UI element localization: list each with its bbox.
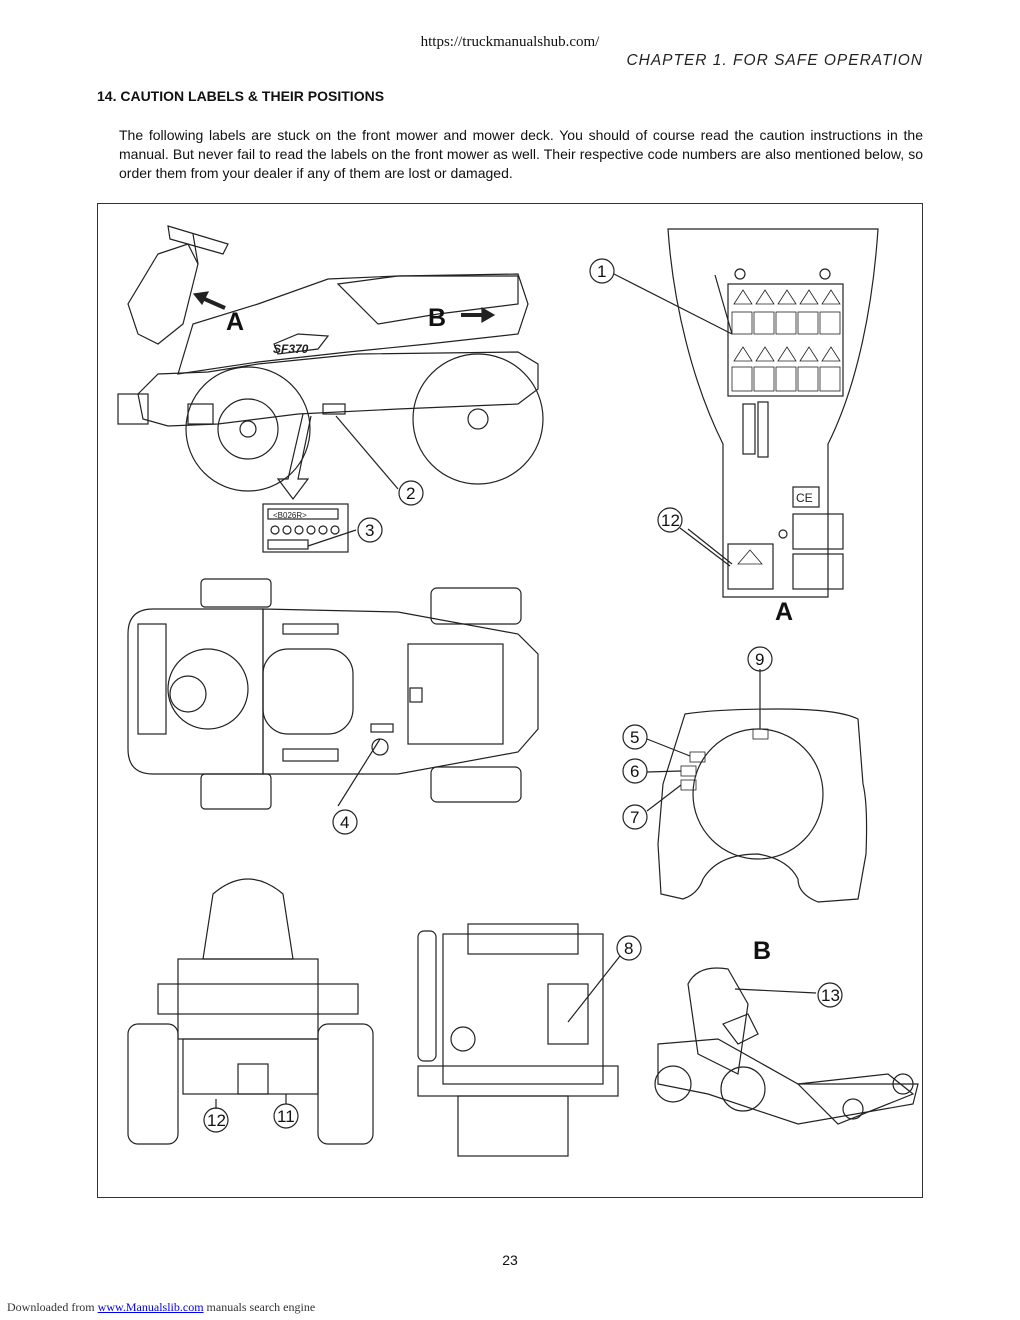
view-letter-a: A bbox=[226, 308, 244, 336]
svg-text:11: 11 bbox=[277, 1107, 295, 1126]
chapter-header: CHAPTER 1. FOR SAFE OPERATION bbox=[626, 52, 923, 69]
caution-label-figure: SF370 A B <B026R> 2 3 bbox=[97, 203, 923, 1198]
top-view-mower bbox=[127, 578, 539, 810]
callout-5: 5 bbox=[622, 724, 648, 750]
footer-suffix: manuals search engine bbox=[203, 1300, 316, 1314]
source-url: https://truckmanualshub.com/ bbox=[420, 34, 600, 50]
callout-1: 1 bbox=[589, 258, 615, 284]
svg-text:6: 6 bbox=[630, 762, 639, 781]
svg-text:5: 5 bbox=[630, 728, 639, 747]
svg-text:13: 13 bbox=[821, 986, 840, 1005]
panel-letter-b: B bbox=[753, 937, 771, 965]
callout-2: 2 bbox=[398, 480, 424, 506]
svg-text:12: 12 bbox=[661, 511, 680, 530]
download-footer: Downloaded from www.Manualslib.com manua… bbox=[7, 1300, 315, 1315]
callout-11: 11 bbox=[273, 1103, 299, 1129]
ce-mark: CE bbox=[796, 491, 813, 505]
section-title: 14. CAUTION LABELS & THEIR POSITIONS bbox=[97, 88, 385, 104]
callout-8: 8 bbox=[616, 935, 642, 961]
figure-drawing: SF370 A B <B026R> 2 3 bbox=[117, 225, 919, 1157]
footer-prefix: Downloaded from bbox=[7, 1300, 98, 1314]
svg-text:9: 9 bbox=[755, 650, 764, 669]
svg-text:8: 8 bbox=[624, 939, 633, 958]
intro-paragraph: The following labels are stuck on the fr… bbox=[119, 127, 923, 181]
mower-perspective-b bbox=[654, 967, 919, 1125]
engine-drawing bbox=[417, 923, 621, 1157]
svg-text:4: 4 bbox=[340, 813, 349, 832]
view-letter-b: B bbox=[428, 304, 446, 332]
callout-9: 9 bbox=[747, 646, 773, 672]
svg-text:2: 2 bbox=[406, 484, 415, 503]
callout-3: 3 bbox=[357, 517, 383, 543]
page-number: 23 bbox=[502, 1252, 518, 1268]
panel-letter-a: A bbox=[775, 598, 793, 626]
callout-7: 7 bbox=[622, 804, 648, 830]
callout-13: 13 bbox=[817, 982, 843, 1008]
svg-text:7: 7 bbox=[630, 808, 639, 827]
label-code: <B026R> bbox=[273, 511, 307, 520]
svg-text:3: 3 bbox=[365, 521, 374, 540]
side-view-mower: SF370 A B <B026R> bbox=[117, 225, 544, 553]
manualslib-link[interactable]: www.Manualslib.com bbox=[97, 1300, 204, 1314]
svg-text:1: 1 bbox=[597, 262, 606, 281]
model-badge: SF370 bbox=[273, 342, 309, 356]
callout-12-a: 12 bbox=[657, 507, 683, 533]
svg-text:12: 12 bbox=[207, 1111, 226, 1130]
callout-12-b: 12 bbox=[203, 1107, 229, 1133]
mower-deck-drawing bbox=[646, 669, 868, 903]
rear-view-mower bbox=[127, 878, 374, 1145]
callout-6: 6 bbox=[622, 758, 648, 784]
panel-a-drawing: CE bbox=[667, 228, 879, 598]
callout-4: 4 bbox=[332, 809, 358, 835]
